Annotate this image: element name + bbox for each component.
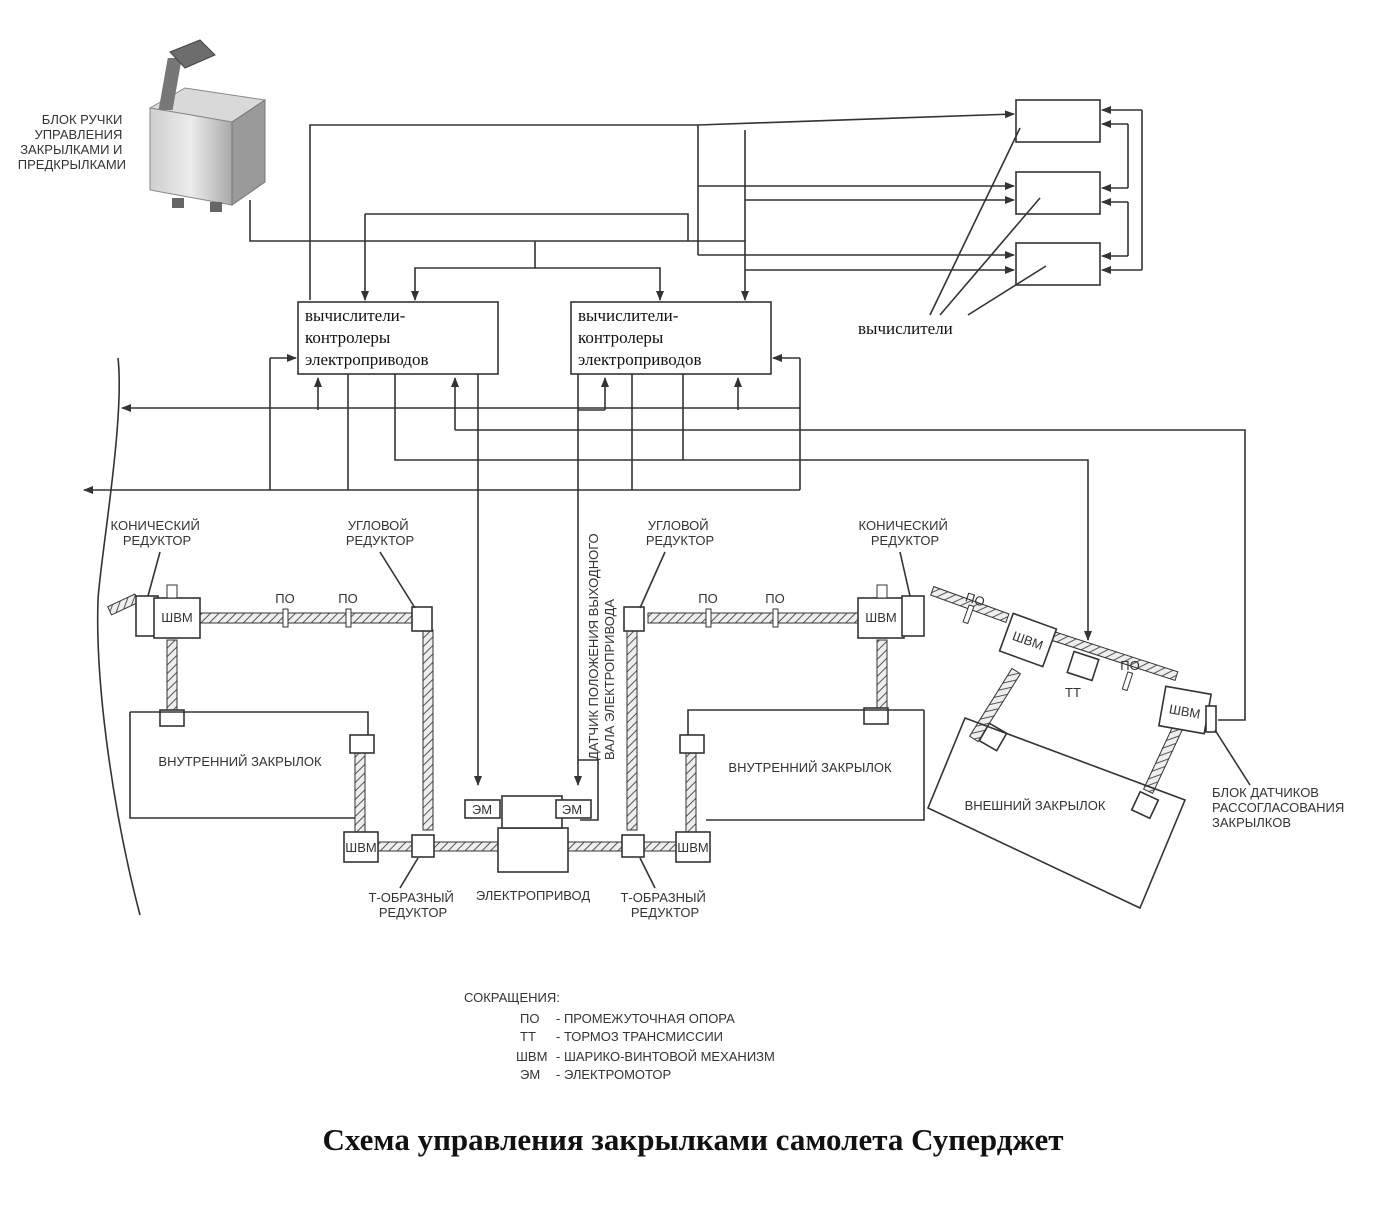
electric-drive-label: ЭЛЕКТРОПРИВОД: [476, 888, 591, 903]
sensor-block-label: БЛОК ДАТЧИКОВ РАССОГЛАСОВАНИЯ ЗАКРЫЛКОВ: [1212, 785, 1348, 830]
computers-label: вычислители: [858, 319, 953, 338]
sensor-block-leader: [1214, 729, 1251, 786]
bevel-gear-left-label: КОНИЧЕСКИЙ РЕДУКТОР: [111, 518, 204, 548]
shvm-label-3: ШВМ: [345, 840, 376, 855]
legend-heading: СОКРАЩЕНИЯ:: [464, 990, 560, 1005]
inner-flap-right: [687, 709, 925, 821]
computer-1: [1015, 99, 1101, 143]
po-label-5: ПО: [964, 589, 987, 609]
diagram-title: Схема управления закрылками самолета Суп…: [323, 1122, 1064, 1157]
t-gear-left-leader: [399, 857, 419, 889]
actuator-controller-right: [570, 301, 772, 375]
outer-flap-label: ВНЕШНИЙ ЗАКРЫЛОК: [965, 798, 1106, 813]
legend-text-4: - ЭЛЕКТРОМОТОР: [556, 1067, 671, 1082]
po-label-2: ПО: [338, 591, 357, 606]
actuator-controller-left-label: вычислители- контролеры электроприводов: [305, 306, 428, 369]
angle-gear-left-label: УГЛОВОЙ РЕДУКТОР: [346, 518, 414, 548]
computers-pointer-lines: [929, 127, 1047, 316]
angle-gear-right-leader: [639, 551, 666, 609]
angle-gear-right-label: УГЛОВОЙ РЕДУКТОР: [646, 518, 714, 548]
legend-abbr-4: ЭМ: [520, 1067, 540, 1082]
lever-unit-label: БЛОК РУЧКИ УПРАВЛЕНИЯ ЗАКРЫЛКАМИ И ПРЕДК…: [18, 112, 126, 172]
bevel-gear-right-leader: [899, 551, 911, 597]
abbreviations-legend: СОКРАЩЕНИЯ: ПО - ПРОМЕЖУТОЧНАЯ ОПОРА ТТ …: [464, 990, 775, 1082]
t-gear-right-label: Т-ОБРАЗНЫЙ РЕДУКТОР: [621, 890, 710, 920]
em-label-left: ЭМ: [472, 802, 492, 817]
legend-abbr-1: ПО: [520, 1011, 539, 1026]
bevel-gear-left-leader: [147, 551, 161, 597]
angle-gear-left-leader: [379, 551, 416, 609]
legend-text-2: - ТОРМОЗ ТРАНСМИССИИ: [556, 1029, 723, 1044]
signal-wiring: [83, 110, 1246, 821]
output-shaft-sensor-label: ДАТЧИК ПОЛОЖЕНИЯ ВЫХОДНОГО ВАЛА ЭЛЕКТРОП…: [586, 530, 617, 760]
mechanical-components: [135, 584, 1217, 873]
shvm-label-6: ШВМ: [1168, 701, 1202, 721]
em-label-right: ЭМ: [562, 802, 582, 817]
computer-interlinks: [1102, 110, 1143, 274]
t-gear-left-label: Т-ОБРАЗНЫЙ РЕДУКТОР: [369, 890, 458, 920]
legend-abbr-3: ШВМ: [516, 1049, 547, 1064]
actuator-controller-left: [297, 301, 499, 375]
shvm-label-4: ШВМ: [677, 840, 708, 855]
bevel-gear-right-label: КОНИЧЕСКИЙ РЕДУКТОР: [859, 518, 952, 548]
transmission-shafts: [107, 585, 1188, 852]
po-label-1: ПО: [275, 591, 294, 606]
tt-label: ТТ: [1065, 685, 1081, 700]
shvm-label-1: ШВМ: [161, 610, 192, 625]
actuator-controller-right-label: вычислители- контролеры электроприводов: [578, 306, 701, 369]
po-label-4: ПО: [765, 591, 784, 606]
flap-slat-lever-unit-icon: [148, 39, 267, 212]
inner-flap-right-label: ВНУТРЕННИЙ ЗАКРЫЛОК: [728, 760, 892, 775]
legend-text-3: - ШАРИКО-ВИНТОВОЙ МЕХАНИЗМ: [556, 1049, 775, 1064]
inner-flap-left: [129, 711, 369, 819]
computer-3: [1015, 242, 1101, 286]
t-gear-right-leader: [639, 857, 656, 889]
po-label-6: ПО: [1120, 658, 1139, 673]
inner-flap-left-label: ВНУТРЕННИЙ ЗАКРЫЛОК: [158, 754, 322, 769]
po-label-3: ПО: [698, 591, 717, 606]
legend-abbr-2: ТТ: [520, 1029, 536, 1044]
legend-text-1: - ПРОМЕЖУТОЧНАЯ ОПОРА: [556, 1011, 735, 1026]
computer-2: [1015, 171, 1101, 215]
fuselage-outline: [96, 357, 141, 916]
outer-flap: [926, 716, 1187, 910]
shvm-label-2: ШВМ: [865, 610, 896, 625]
